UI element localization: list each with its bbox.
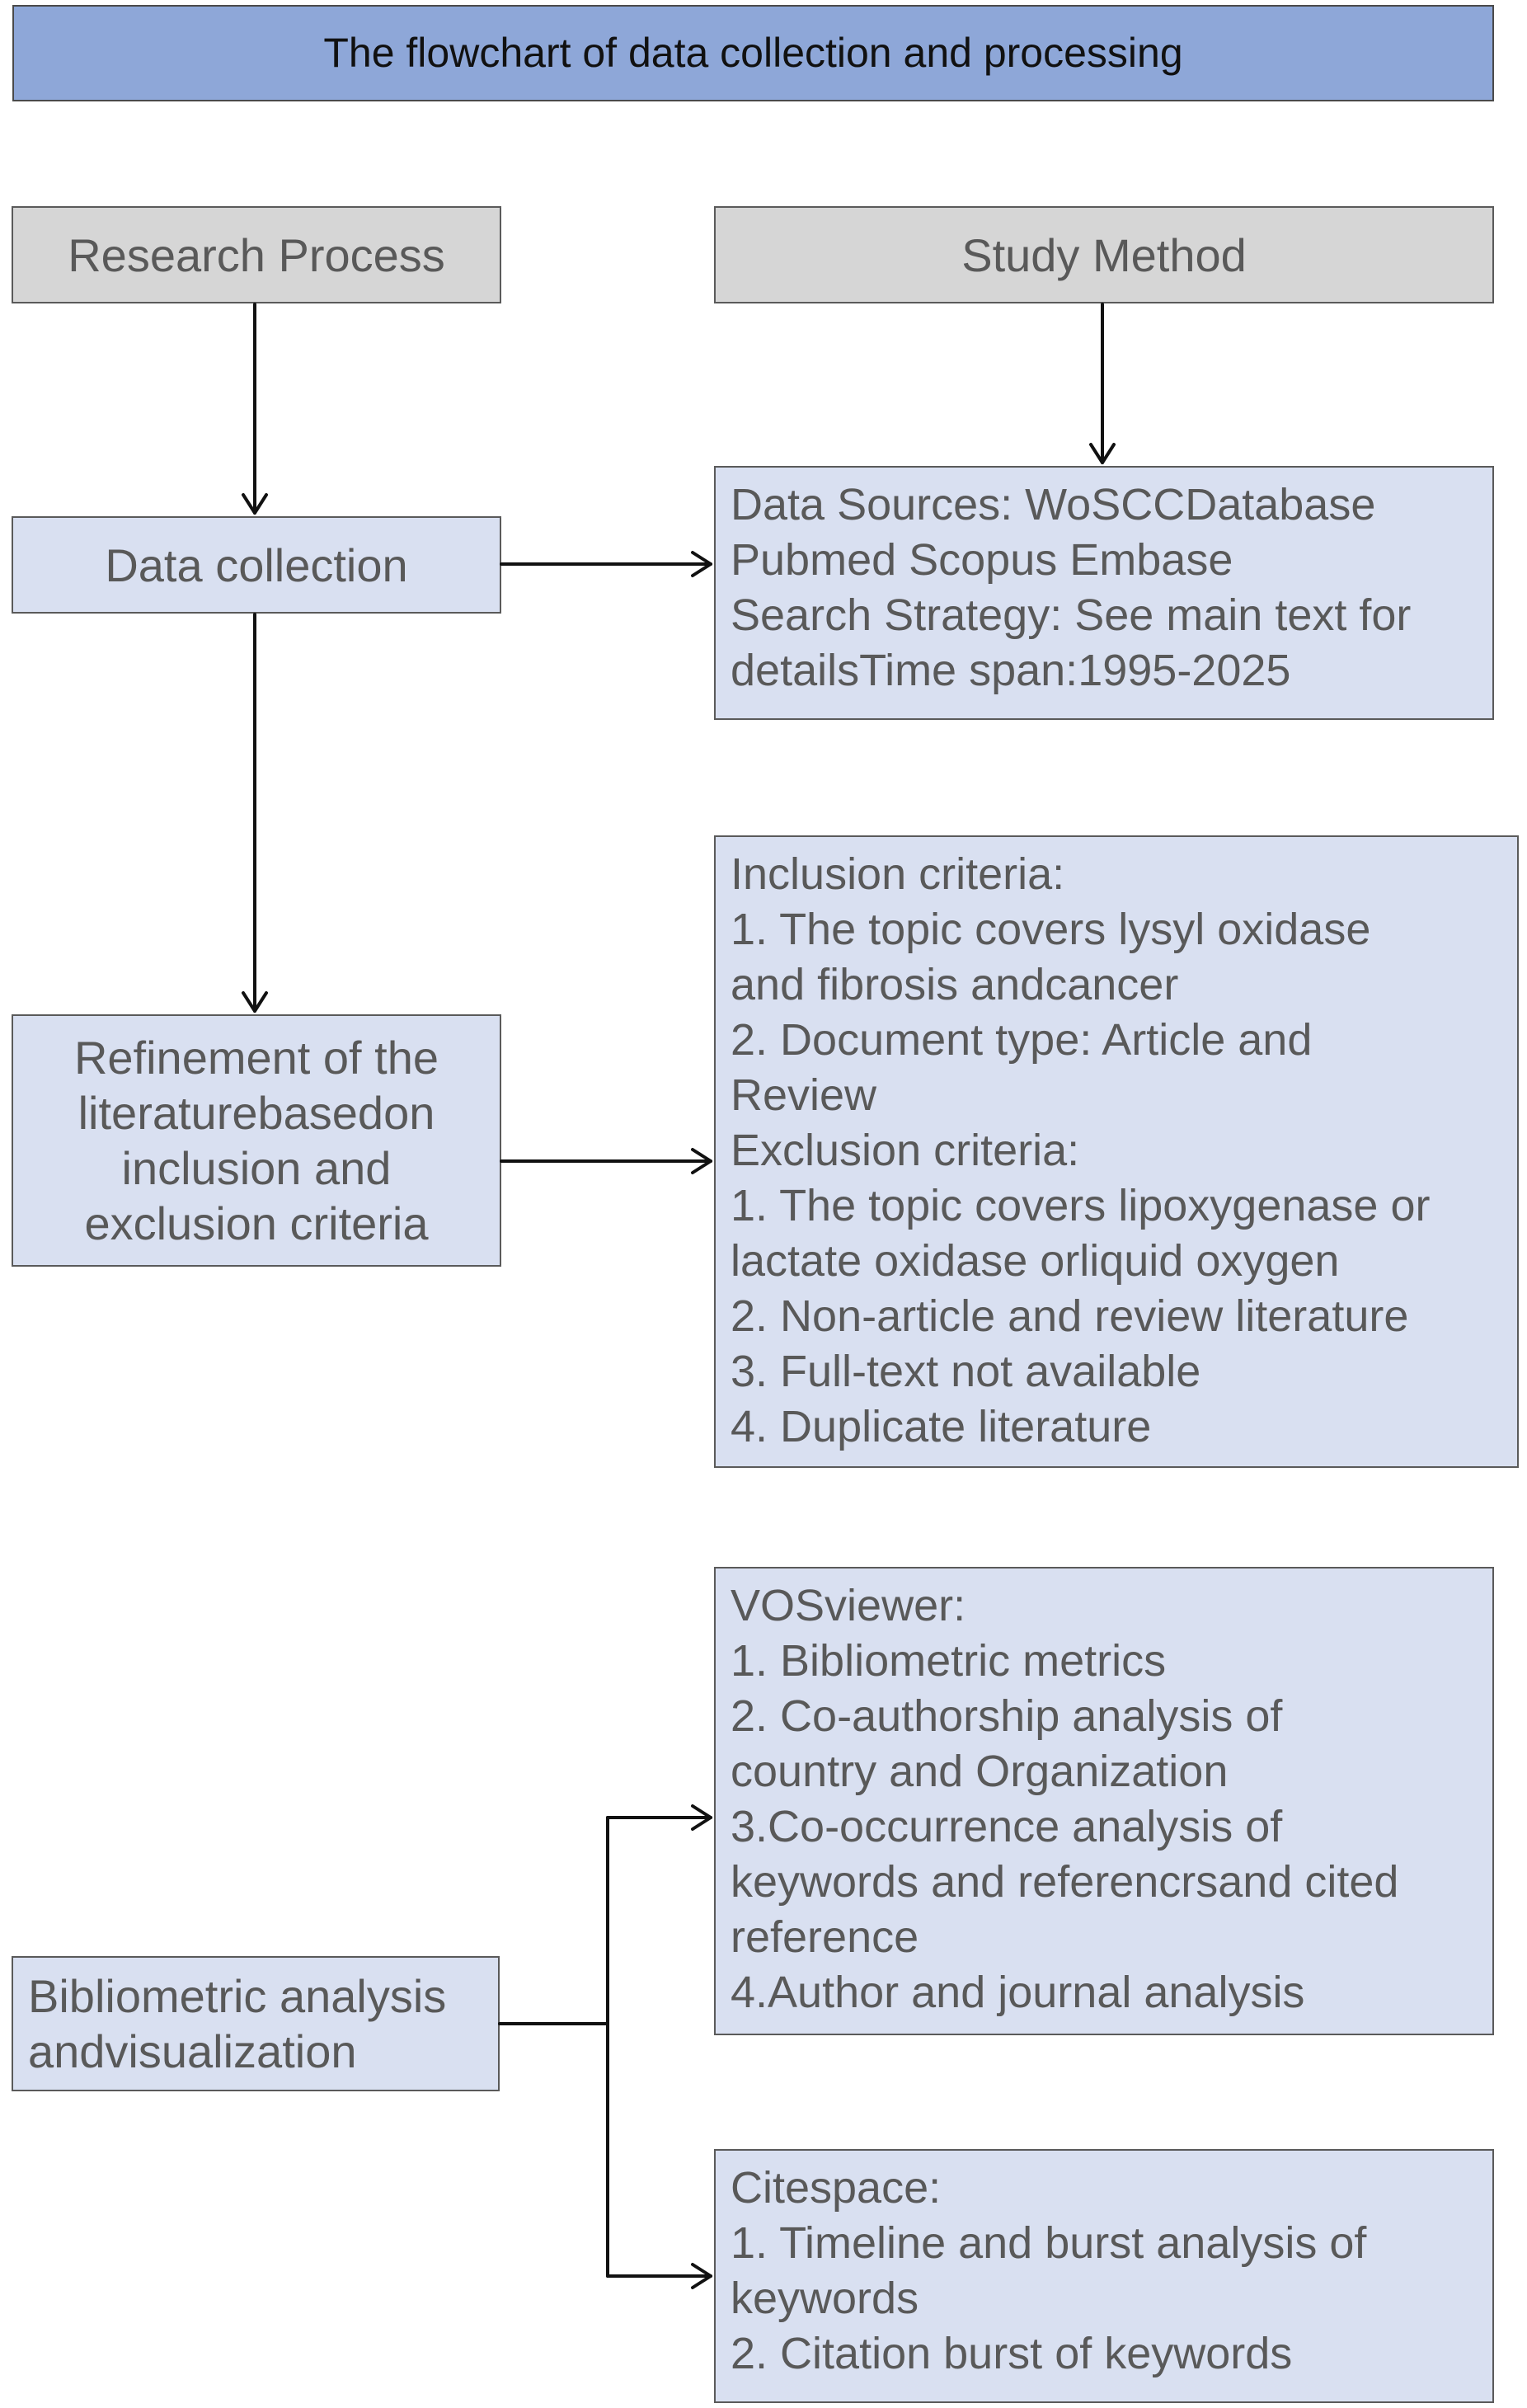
criteria-line: Inclusion criteria: [731, 849, 1065, 899]
refinement-line: exclusion criteria [84, 1197, 429, 1249]
vosviewer-line: VOSviewer: [731, 1581, 966, 1630]
flowchart-title: The flowchart of data collection and pro… [12, 5, 1494, 101]
refinement-line: literaturebasedon [78, 1087, 435, 1139]
criteria-line: and fibrosis andcancer [731, 960, 1179, 1009]
data-sources-line: Pubmed Scopus Embase [731, 535, 1233, 585]
data-sources-line: Search Strategy: See main text for [731, 590, 1412, 640]
bibliometric-line: Bibliometric analysis [28, 1970, 447, 2022]
bibliometric-analysis-box: Bibliometric analysis andvisualization [12, 1956, 500, 2091]
data-collection-label: Data collection [105, 539, 408, 591]
criteria-line: lactate oxidase orliquid oxygen [731, 1236, 1340, 1286]
arrow-head [1089, 443, 1116, 464]
study-method-header: Study Method [714, 206, 1494, 303]
criteria-line: 3. Full-text not available [731, 1347, 1201, 1396]
vosviewer-line: keywords and referencrsand cited [731, 1857, 1399, 1907]
study-method-header-text: Study Method [961, 228, 1247, 281]
criteria-box: Inclusion criteria: 1. The topic covers … [714, 835, 1519, 1468]
arrow-head [691, 2263, 712, 2289]
criteria-line: Exclusion criteria: [731, 1126, 1080, 1175]
criteria-line: 4. Duplicate literature [731, 1402, 1152, 1451]
refinement-line: inclusion and [121, 1142, 392, 1194]
vosviewer-line: 4.Author and journal analysis [731, 1968, 1305, 2017]
criteria-line: Review [731, 1070, 877, 1120]
arrow-head [691, 1148, 712, 1174]
citespace-line: 2. Citation burst of keywords [731, 2329, 1293, 2378]
vosviewer-box: VOSviewer: 1. Bibliometric metrics 2. Co… [714, 1567, 1494, 2035]
research-process-header: Research Process [12, 206, 501, 303]
vosviewer-line: 2. Co-authorship analysis of [731, 1691, 1283, 1741]
vosviewer-line: 1. Bibliometric metrics [731, 1636, 1167, 1686]
citespace-line: keywords [731, 2274, 919, 2323]
data-sources-line: detailsTime span:1995-2025 [731, 646, 1291, 695]
criteria-line: 1. The topic covers lysyl oxidase [731, 905, 1371, 954]
criteria-line: 2. Document type: Article and [731, 1015, 1313, 1065]
citespace-box: Citespace: 1. Timeline and burst analysi… [714, 2149, 1494, 2403]
data-sources-line: Data Sources: WoSCCDatabase [731, 480, 1376, 529]
data-collection-box: Data collection [12, 516, 501, 614]
arrow-head [691, 551, 712, 577]
bibliometric-line: andvisualization [28, 2025, 357, 2077]
vosviewer-line: reference [731, 1912, 919, 1962]
criteria-line: 1. The topic covers lipoxygenase or [731, 1181, 1431, 1230]
flowchart-title-text: The flowchart of data collection and pro… [323, 30, 1183, 76]
vosviewer-line: country and Organization [731, 1747, 1229, 1796]
citespace-line: 1. Timeline and burst analysis of [731, 2218, 1367, 2268]
refinement-box: Refinement of the literaturebasedon incl… [12, 1014, 501, 1267]
research-process-header-text: Research Process [68, 228, 445, 281]
vosviewer-line: 3.Co-occurrence analysis of [731, 1802, 1283, 1851]
criteria-line: 2. Non-article and review literature [731, 1291, 1409, 1341]
data-sources-box: Data Sources: WoSCCDatabase Pubmed Scopu… [714, 466, 1494, 720]
arrow-head [242, 493, 268, 515]
arrow-head [242, 991, 268, 1013]
arrow-head [691, 1804, 712, 1831]
refinement-line: Refinement of the [73, 1032, 439, 1084]
citespace-line: Citespace: [731, 2163, 942, 2213]
